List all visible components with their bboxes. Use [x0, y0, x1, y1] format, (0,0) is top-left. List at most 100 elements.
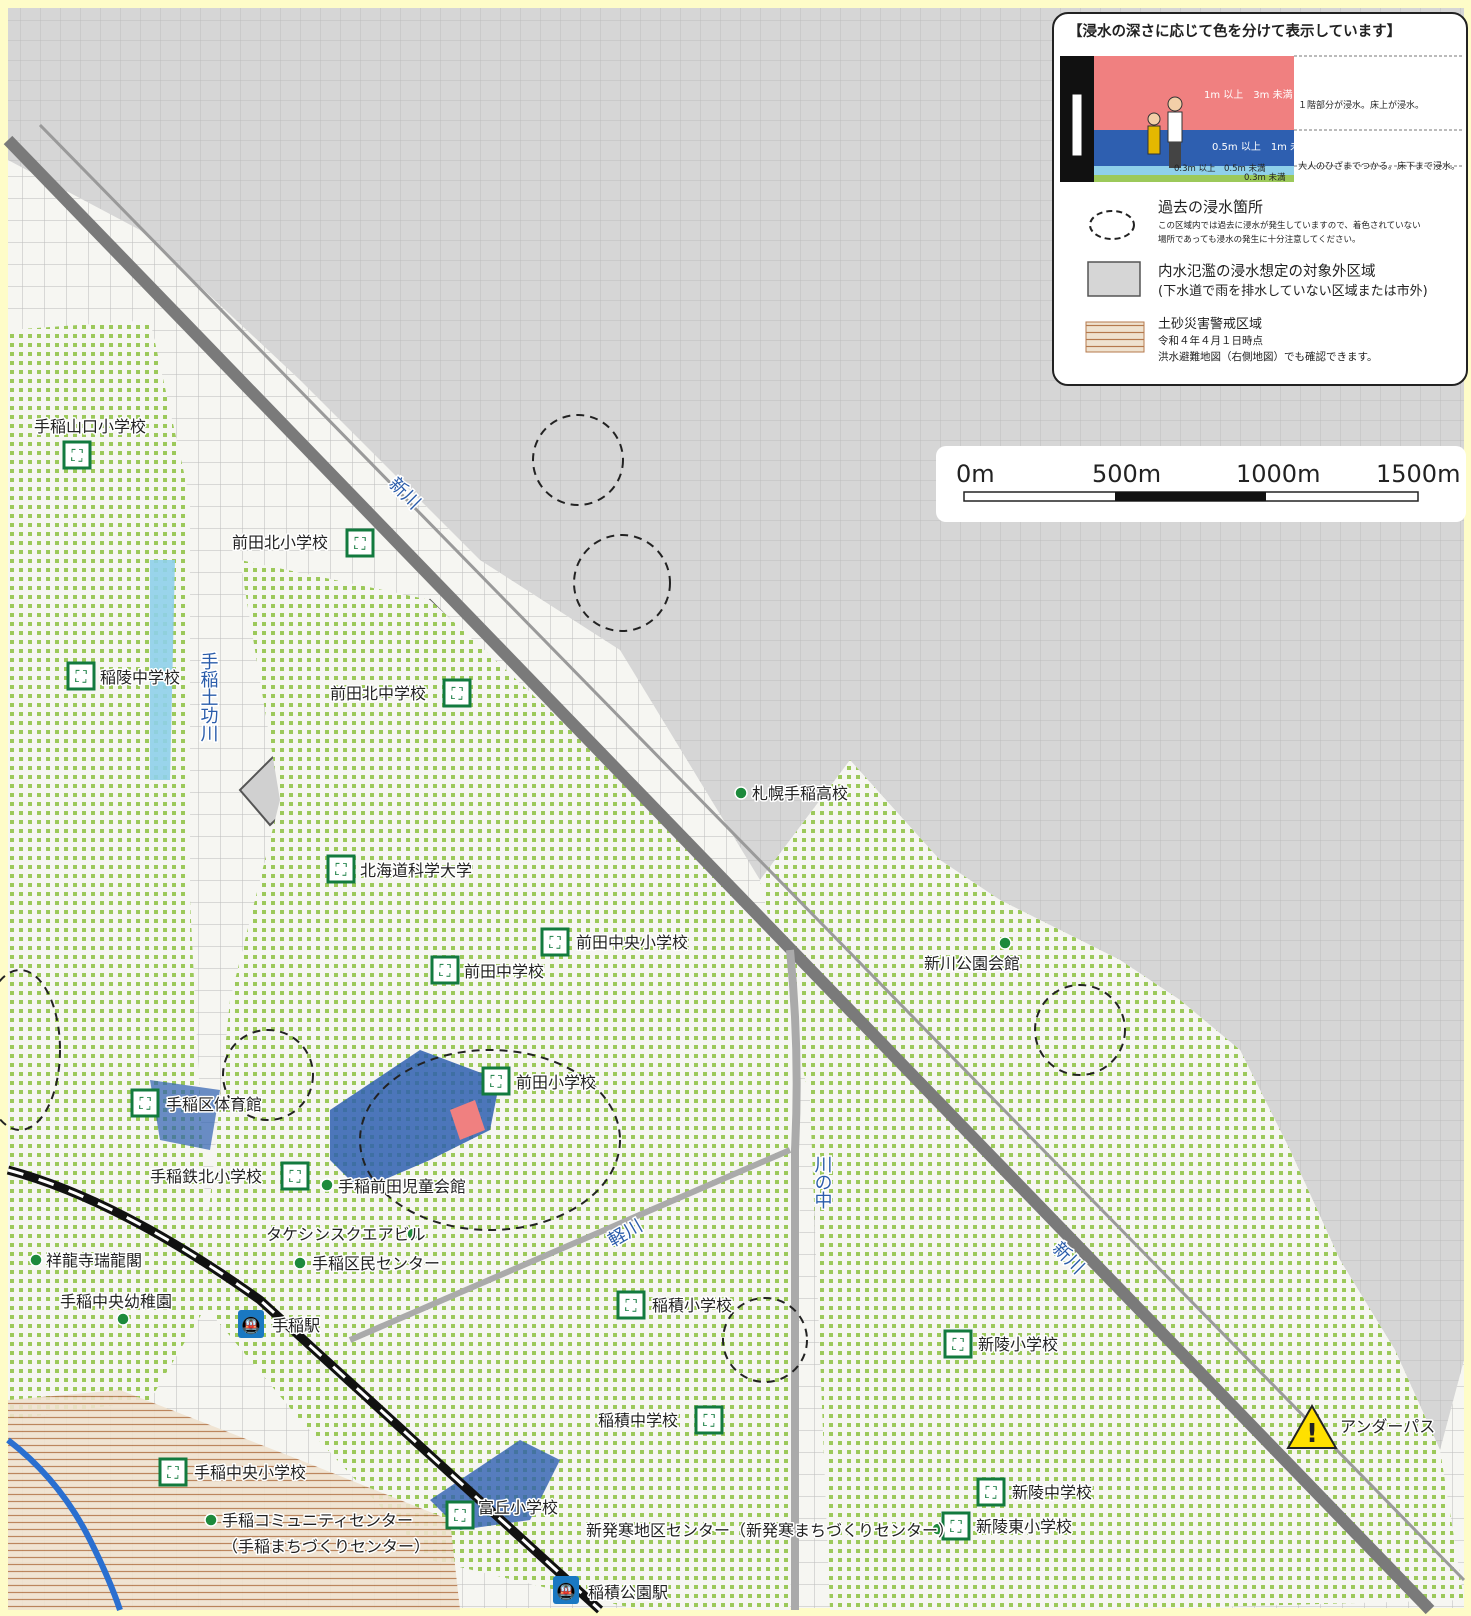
svg-text:⛶: ⛶: [985, 1483, 997, 1502]
label-teine-station: 手稲駅: [272, 1316, 320, 1335]
shelter-icon: ⛶: [345, 528, 375, 558]
scale-tick-1000: 1000m: [1236, 460, 1321, 488]
label-takeshisu: タケシンスクエアビル: [266, 1225, 426, 1244]
svg-text:⛶: ⛶: [950, 1517, 962, 1536]
depth-band-shallow: [1094, 166, 1294, 175]
svg-text:⛶: ⛶: [454, 1506, 466, 1525]
label-maedakita-es: 前田北小学校: [232, 533, 328, 552]
shelter-icon: ⛶: [445, 1500, 475, 1530]
past-flood-note2: 場所であっても浸水の発生に十分注意してください。: [1158, 234, 1361, 245]
shelter-icon: ⛶: [430, 955, 460, 985]
shinkawa-road: [38, 123, 1466, 1582]
shelter-icon: ⛶: [66, 661, 96, 691]
label-inazumi-koen-station: 稲積公園駅: [588, 1583, 668, 1602]
label-ryoryo-jhs: 稲陵中学校: [100, 668, 180, 687]
svg-text:⛶: ⛶: [139, 1094, 151, 1113]
legend-graphic: 1m 以上 3m 未満 0.5m 以上 1m 未満 0.3m 以上 0.5m 未…: [1060, 55, 1464, 363]
svg-text:⛶: ⛶: [71, 446, 83, 465]
shelter-icon: ⛶: [943, 1329, 973, 1359]
label-maeda-chuo-es: 前田中央小学校: [576, 933, 688, 952]
flood-deepest-maeda: [450, 1100, 485, 1140]
label-kumin-center: 手稲区民センター: [312, 1254, 440, 1273]
legend-panel: 【浸水の深さに応じて色を分けて表示しています】 1m 以上 3m 未満 0.5m…: [1052, 12, 1468, 386]
depth-band-lowest: [1094, 175, 1294, 182]
landslide-legend-swatch: [1085, 321, 1145, 353]
flood-area-east: [760, 760, 1464, 1610]
scale-tick-1500: 1500m: [1376, 460, 1461, 488]
shelter-icon: ⛶: [941, 1511, 971, 1541]
railway-dash: [7, 1168, 602, 1612]
shelter-icon: ⛶: [540, 927, 570, 957]
flood-shallow-teinedobo: [150, 560, 175, 780]
person-icon: [1147, 112, 1161, 155]
svg-text:⛶: ⛶: [490, 1072, 502, 1091]
scale-bar: 0m 500m 1000m 1500m: [936, 446, 1466, 522]
person-icon: [1167, 96, 1183, 168]
scale-bar-graphic: [963, 491, 1419, 502]
depth-note-first-floor: １階部分が浸水。床上が浸水。: [1298, 99, 1424, 111]
river-label-kawanonaka: 川の中: [812, 1155, 833, 1209]
place-labels: 手稲山口小学校 前田北小学校 稲陵中学校 前田北中学校 札幌手稲高校 北海道科学…: [33, 416, 1437, 1604]
shelter-icon: ⛶: [694, 1405, 724, 1435]
depth-band-deep: [1094, 56, 1294, 130]
svg-text:⛶: ⛶: [625, 1296, 637, 1315]
past-flood-title: 過去の浸水箇所: [1158, 198, 1263, 216]
depth-label-shallow: 0.3m 以上 0.5m 未満: [1174, 163, 1266, 174]
svg-text:!: !: [1306, 1419, 1318, 1449]
river-label-teine-dobo: 手稲土功川: [198, 652, 219, 742]
excluded-note: (下水道で雨を排水していない区域または市外): [1158, 283, 1428, 299]
landslide-title: 土砂災害警戒区域: [1158, 316, 1262, 332]
label-machizukuri: （手稲まちづくりセンター）: [222, 1537, 430, 1556]
shelter-icon: ⛶: [326, 854, 356, 884]
shelter-icon: ⛶: [130, 1088, 160, 1118]
label-tomioka-es: 富丘小学校: [478, 1498, 558, 1517]
shelter-icon: ⛶: [158, 1457, 188, 1487]
svg-text:⛶: ⛶: [703, 1411, 715, 1430]
label-maeda-jhs: 前田中学校: [464, 962, 544, 981]
label-shinkawa-koen: 新川公園会館: [924, 954, 1020, 973]
label-inazumi-es: 稲積小学校: [652, 1296, 732, 1315]
svg-text:⛶: ⛶: [289, 1167, 301, 1186]
shelter-icon: ⛶: [442, 678, 472, 708]
depth-band-mid: [1094, 130, 1294, 166]
depth-label-lowest: 0.3m 未満: [1244, 172, 1286, 183]
landslide-note: 洪水避難地図（右側地図）でも確認できます。: [1158, 350, 1377, 363]
blue-river-southwest: [6, 1437, 123, 1611]
underpass-warning-icon: !: [1286, 1403, 1338, 1449]
label-teine-gym: 手稲区体育館: [166, 1095, 262, 1114]
shelter-icon: ⛶: [481, 1066, 511, 1096]
label-inazumi-jhs: 稲積中学校: [598, 1411, 678, 1430]
shelter-icon: ⛶: [62, 440, 92, 470]
shelter-icon: ⛶: [976, 1477, 1006, 1507]
facility-dots: [29, 786, 1012, 1536]
label-hokkaido-kagaku: 北海道科学大学: [360, 861, 472, 880]
label-tetsuhoku-es: 手稲鉄北小学校: [150, 1167, 262, 1186]
station-icon: 🚇: [238, 1310, 264, 1338]
label-teine-chuo-es: 手稲中央小学校: [194, 1463, 306, 1482]
excluded-legend-swatch: [1087, 261, 1141, 297]
svg-text:⛶: ⛶: [75, 667, 87, 686]
depth-label-deep: 1m 以上 3m 未満: [1204, 89, 1293, 101]
svg-text:🚇: 🚇: [556, 1582, 576, 1601]
label-shoryuji: 祥龍寺瑞龍閣: [46, 1251, 142, 1270]
svg-text:⛶: ⛶: [451, 684, 463, 703]
scale-tick-0: 0m: [956, 460, 995, 488]
label-shinryo-jhs: 新陵中学校: [1012, 1483, 1092, 1502]
past-flood-note1: この区域内では過去に浸水が発生していますので、着色されていない: [1158, 220, 1421, 231]
legend-title: 【浸水の深さに応じて色を分けて表示しています】: [1068, 24, 1402, 40]
landslide-zone: [8, 1390, 460, 1610]
label-yamaguchi-es: 手稲山口小学校: [34, 417, 146, 436]
svg-text:⛶: ⛶: [354, 534, 366, 553]
landslide-date: 令和４年４月１日時点: [1158, 334, 1263, 347]
svg-text:🚇: 🚇: [241, 1316, 261, 1335]
label-community-center: 手稲コミュニティセンター: [222, 1511, 413, 1530]
highway: [786, 949, 801, 1610]
label-chuo-kinder: 手稲中央幼稚園: [60, 1292, 172, 1311]
label-sapporo-teine-hs: 札幌手稲高校: [752, 784, 848, 803]
label-underpass: アンダーパス: [1340, 1417, 1435, 1436]
past-flood-legend-icon: [1089, 210, 1135, 240]
depth-note-knee: 大人のひざまでつかる。床下まで浸水。: [1298, 160, 1460, 172]
shinkawa-channel: [3, 135, 1435, 1615]
highway-ramp: [348, 1147, 792, 1343]
label-maeda-jidokaikan: 手稲前田児童会館: [338, 1177, 466, 1196]
